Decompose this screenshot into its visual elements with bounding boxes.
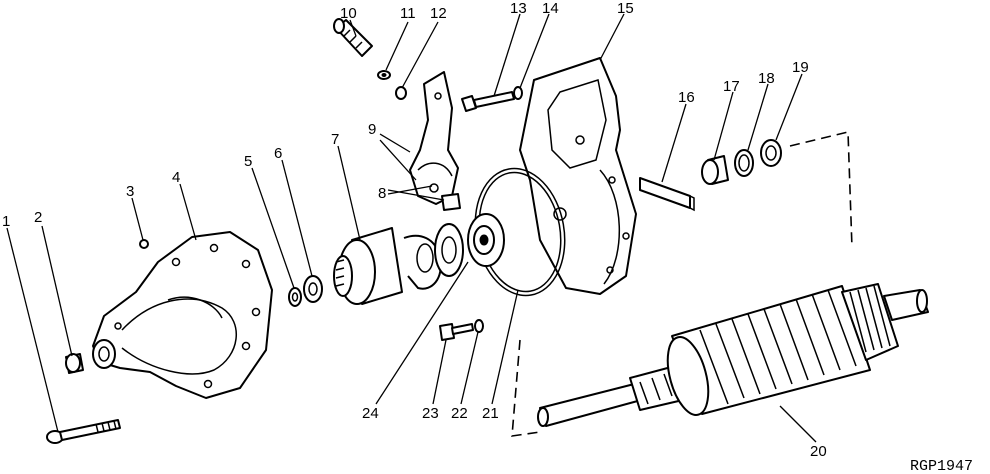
callout-5: 5 [244, 153, 252, 170]
callout-12: 12 [430, 5, 447, 22]
part-4-drive-housing [92, 231, 273, 399]
part-2-bushing [65, 353, 84, 374]
part-18-ring [734, 149, 754, 177]
callout-7: 7 [331, 131, 339, 148]
figure-code: RGP1947 [910, 458, 973, 474]
part-20-armature [537, 283, 929, 427]
part-14-lock-washer [513, 86, 523, 100]
assembly-dashed-outline [511, 130, 853, 437]
callout-10: 10 [340, 5, 357, 22]
part-13-cap-screw [461, 91, 515, 112]
part-23-screw [439, 323, 474, 341]
part-11-washer [377, 70, 391, 80]
callout-20: 20 [810, 443, 827, 460]
part-9-shift-lever [409, 71, 459, 205]
part-3-plug [139, 239, 149, 249]
callout-24: 24 [362, 405, 379, 422]
callout-2: 2 [34, 209, 42, 226]
callout-9: 9 [368, 121, 376, 138]
callout-4: 4 [172, 169, 180, 186]
callout-13: 13 [510, 0, 527, 17]
part-5-retainer-ring [288, 287, 302, 307]
part-7-drive-assembly [333, 227, 442, 305]
part-8-lever-pin [441, 193, 461, 211]
part-22-washer [474, 319, 484, 333]
callout-19: 19 [792, 59, 809, 76]
callout-1: 1 [2, 213, 10, 230]
callout-8: 8 [378, 185, 386, 202]
part-12-seal [395, 86, 407, 100]
callout-21: 21 [482, 405, 499, 422]
part-16-key [639, 177, 695, 212]
callout-18: 18 [758, 70, 775, 87]
callout-16: 16 [678, 89, 695, 106]
callout-11: 11 [400, 5, 416, 22]
part-15-field-housing [519, 57, 637, 295]
leader-lines [6, 13, 817, 443]
part-24-spring [434, 223, 464, 277]
callout-14: 14 [542, 0, 559, 17]
part-10-plug-fitting [333, 18, 373, 57]
part-17-bearing [701, 155, 729, 185]
part-21-frame-cup [467, 213, 505, 267]
callout-17: 17 [723, 78, 740, 95]
callout-23: 23 [422, 405, 439, 422]
part-6-thrust-collar [303, 275, 323, 303]
part-1-through-bolt [46, 419, 121, 444]
callout-6: 6 [274, 145, 282, 162]
callout-22: 22 [451, 405, 468, 422]
callout-3: 3 [126, 183, 134, 200]
part-19-washer [760, 139, 782, 167]
callout-15: 15 [617, 0, 634, 17]
